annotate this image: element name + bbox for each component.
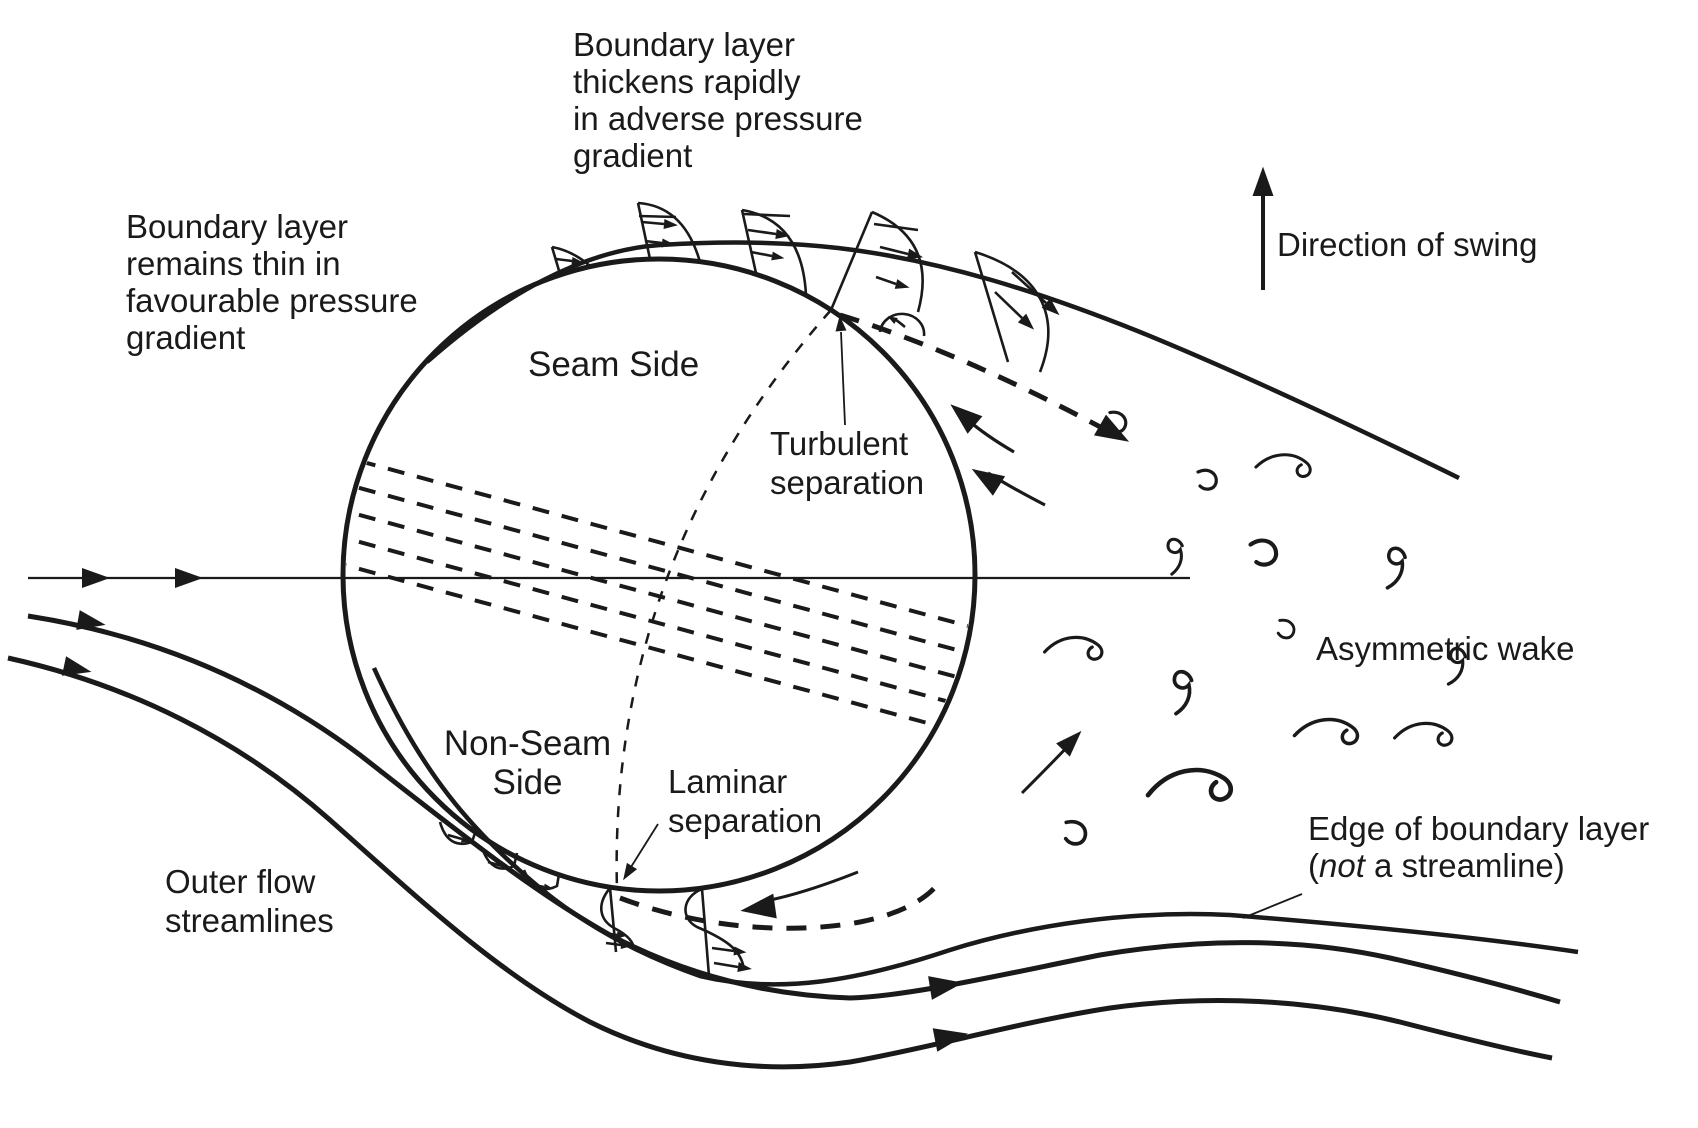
- laminar-separation-pointer: [618, 823, 659, 884]
- up-arrow-icon: [1252, 166, 1274, 196]
- turbulent-separation-pointer: [834, 315, 847, 426]
- label-line: gradient: [126, 319, 246, 356]
- label-line: Boundary layer: [573, 26, 795, 63]
- centerline-arrow-icon: [175, 568, 203, 588]
- label-turbulent-separation: Turbulent separation: [770, 424, 924, 502]
- streamline-arrowheads: [61, 610, 971, 1052]
- label-boundary-layer-adverse: Boundary layer thickens rapidly in adver…: [573, 26, 863, 174]
- label-asymmetric-wake: Asymmetric wake: [1316, 630, 1575, 667]
- label-line: Boundary layer: [126, 208, 348, 245]
- wake-arrow: [1020, 724, 1089, 795]
- label-line: Turbulent: [770, 425, 909, 462]
- pointer-arrow-icon: [618, 862, 638, 884]
- top-velocity-profiles: [550, 201, 1050, 373]
- label-seam-side: Seam Side: [528, 345, 700, 384]
- label-edge-of-boundary-layer: Edge of boundary layer (not a streamline…: [1308, 810, 1649, 884]
- outer-flow-streamline-paths: [7, 613, 1561, 1070]
- label-line: Laminar: [668, 763, 788, 800]
- label-laminar-separation: Laminar separation: [668, 762, 822, 840]
- upper-boundary-layer-edge: [425, 240, 1460, 481]
- label-line: streamlines: [165, 902, 334, 939]
- separated-shear-layer-lower: [619, 870, 940, 931]
- label-fragment: a streamline): [1364, 847, 1565, 884]
- label-direction-of-swing: Direction of swing: [1277, 226, 1538, 263]
- reverse-arrow-icon: [965, 459, 1006, 496]
- flow-centerline: [28, 568, 1190, 588]
- label-fragment: (: [1308, 847, 1319, 884]
- reverse-arrow-icon: [738, 893, 777, 924]
- label-outer-flow-streamlines: Outer flow streamlines: [165, 862, 334, 940]
- bottom-velocity-profiles: [438, 821, 746, 977]
- label-line: separation: [668, 802, 823, 839]
- label-non-seam-side: Non-Seam Side: [420, 724, 635, 802]
- label-line: Outer flow: [165, 863, 316, 900]
- cricket-ball-outline: [340, 256, 978, 894]
- label-line: Side: [492, 763, 563, 802]
- label-line: separation: [770, 464, 925, 501]
- direction-of-swing-arrow: [1252, 166, 1274, 290]
- separated-shear-layer-upper: [839, 312, 1136, 453]
- edge-of-boundary-layer-pointer: [1242, 893, 1303, 919]
- wake-vortices: [1042, 409, 1469, 848]
- lower-boundary-layer-edge: [371, 667, 1579, 987]
- label-line: remains thin in: [126, 245, 341, 282]
- label-line: favourable pressure: [126, 282, 418, 319]
- label-line: Non-Seam: [443, 724, 612, 763]
- label-line: thickens rapidly: [573, 63, 801, 100]
- upper-reverse-flow-arrows: [966, 418, 1046, 507]
- shear-arrow-icon: [1094, 414, 1136, 453]
- label-line: Edge of boundary layer: [1308, 810, 1650, 847]
- seam-plane-axis: [615, 309, 832, 891]
- label-line: in adverse pressure: [573, 100, 863, 137]
- label-fragment-italic: not: [1319, 847, 1365, 884]
- centerline-arrow-icon: [82, 568, 110, 588]
- label-boundary-layer-favourable: Boundary layer remains thin in favourabl…: [126, 208, 418, 356]
- label-line: (not a streamline): [1308, 847, 1649, 884]
- label-line: gradient: [573, 137, 693, 174]
